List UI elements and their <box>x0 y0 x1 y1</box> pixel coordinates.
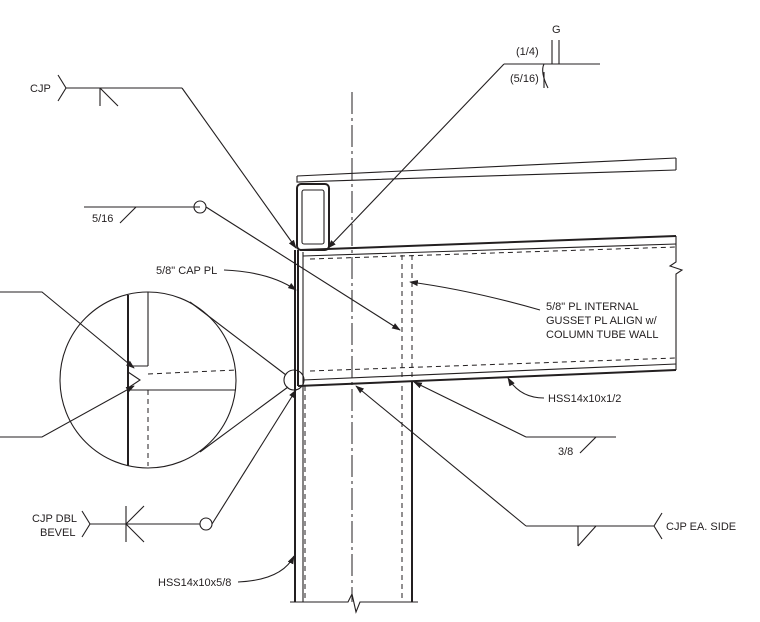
weld-quarter-text: (1/4) <box>516 46 539 58</box>
top-tube-section <box>296 183 330 251</box>
detail-callout <box>59 291 305 469</box>
gusset-line2-text: GUSSET PL ALIGN w/ <box>546 315 658 327</box>
fillet-5-16-symbol: 5/16 <box>84 200 207 225</box>
cap-plate-leader <box>223 269 297 291</box>
fillet-3-8-text: 3/8 <box>558 446 573 458</box>
fillet-3-8-leader <box>413 381 527 438</box>
cjp-each-side-text: CJP EA. SIDE <box>666 521 736 533</box>
groove-weld-symbol: G (1/4) (5/16) <box>504 24 600 89</box>
column-section-leader <box>237 555 295 583</box>
cjp-each-side-leader <box>355 385 527 527</box>
cjp-dbl-line2-text: BEVEL <box>40 527 75 539</box>
cjp-top-leader <box>181 87 297 249</box>
cjp-double-bevel-leader <box>211 389 297 525</box>
cjp-double-bevel-symbol: CJP DBL BEVEL <box>32 505 213 543</box>
fillet-5-16-text: 5/16 <box>92 213 113 225</box>
cap-plate-text: 5/8" CAP PL <box>156 265 217 277</box>
beam-hss <box>296 157 684 387</box>
gusset-line3-text: COLUMN TUBE WALL <box>546 329 658 341</box>
cjp-each-side-symbol: CJP EA. SIDE <box>526 512 736 547</box>
detail-leader-lower <box>0 385 135 438</box>
column-section-text: HSS14x10x5/8 <box>158 577 231 589</box>
cjp-top-text: CJP <box>30 83 51 95</box>
groove-weld-leader <box>327 63 505 249</box>
cjp-dbl-line1-text: CJP DBL <box>32 513 77 525</box>
detail-leader-upper <box>0 291 135 369</box>
fillet-3-8-symbol: 3/8 <box>526 436 616 458</box>
beam-section-text: HSS14x10x1/2 <box>548 393 621 405</box>
fillet-5-16-leader <box>205 206 401 331</box>
weld-five-sixteenths-paren-text: (5/16) <box>510 73 539 85</box>
gusset-leader <box>409 279 541 311</box>
beam-section-leader <box>507 377 545 399</box>
cjp-top-weld-symbol: CJP <box>30 74 182 107</box>
gusset-line1-text: 5/8" PL INTERNAL <box>546 301 639 313</box>
weld-g-text: G <box>552 24 561 36</box>
column-hss <box>290 250 418 614</box>
